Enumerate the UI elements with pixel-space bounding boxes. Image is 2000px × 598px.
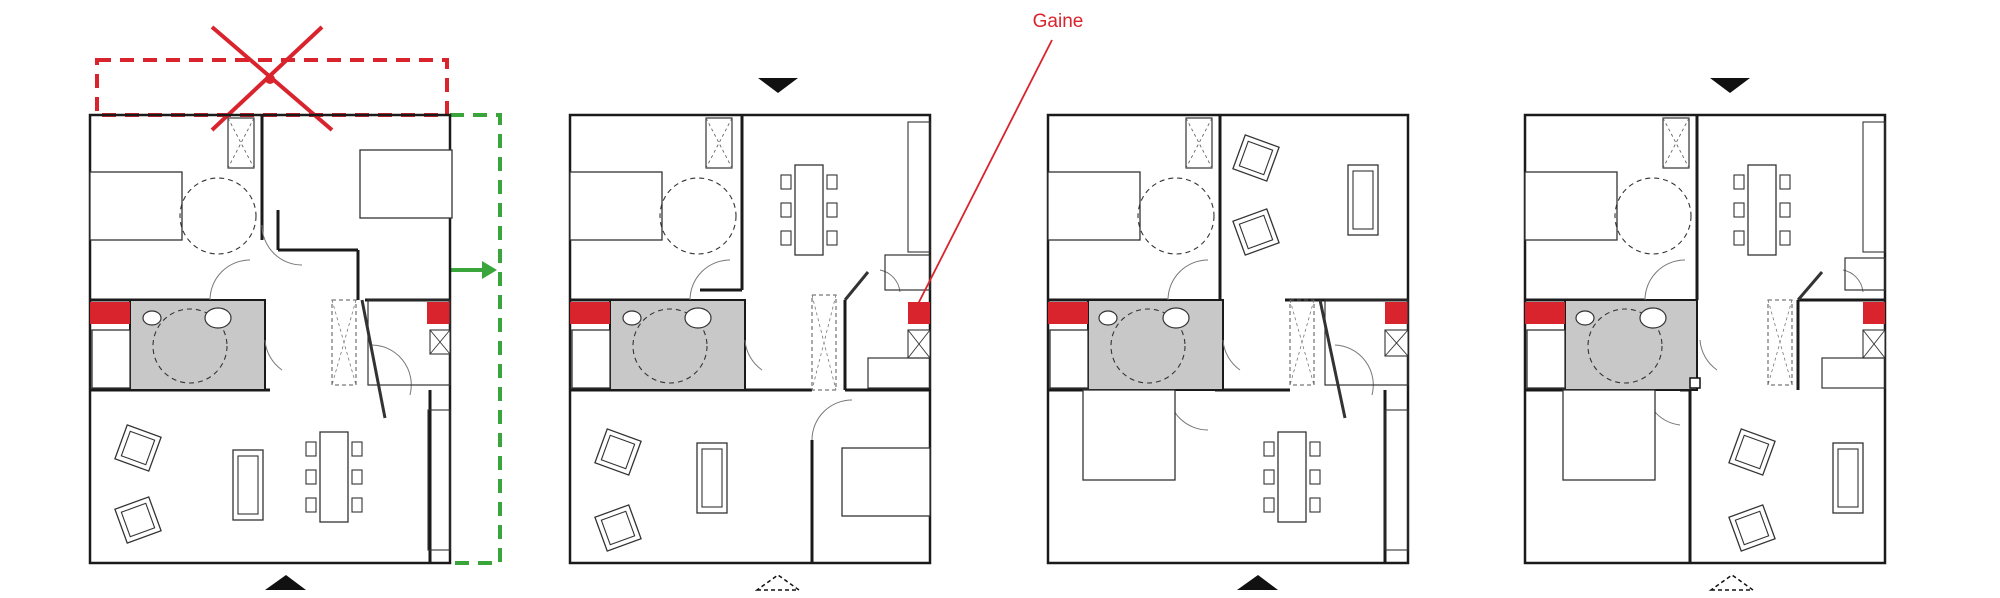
entrance-marker-top (758, 78, 798, 93)
plan-2 (568, 78, 932, 591)
sofa-icon (232, 449, 264, 521)
gaine-shaft (1863, 302, 1885, 324)
extension-arrow-icon (450, 261, 497, 279)
dining-table-icon (305, 431, 363, 523)
removed-zone (95, 58, 449, 117)
gaine-leader-line (917, 39, 1053, 305)
gaine-shaft (427, 302, 450, 324)
removal-cross-icon (210, 25, 334, 132)
gaine-shaft (570, 302, 610, 324)
washbasin-icon (204, 307, 232, 329)
toilet-icon (142, 310, 162, 326)
entrance-marker-dashed (754, 574, 802, 591)
turning-circle (179, 177, 257, 255)
gaine-shaft-highlighted (908, 302, 930, 324)
plan-3 (1046, 113, 1410, 590)
entrance-marker-top (1710, 78, 1750, 93)
extension-zone (450, 113, 502, 565)
entrance-marker-solid (1237, 575, 1278, 590)
gaine-annotation: Gaine (917, 11, 1084, 305)
gaine-shaft (1048, 302, 1088, 324)
gaine-shaft (1525, 302, 1565, 324)
plan-4 (1523, 78, 1887, 591)
entrance-marker-solid (265, 575, 306, 590)
plan-1 (88, 25, 502, 590)
shower-icon (227, 117, 255, 169)
gaine-label: Gaine (1033, 11, 1084, 32)
bed (89, 171, 183, 241)
gaine-shaft (1385, 302, 1408, 324)
gaine-shaft (90, 302, 130, 324)
entrance-marker-dashed (1708, 574, 1756, 591)
